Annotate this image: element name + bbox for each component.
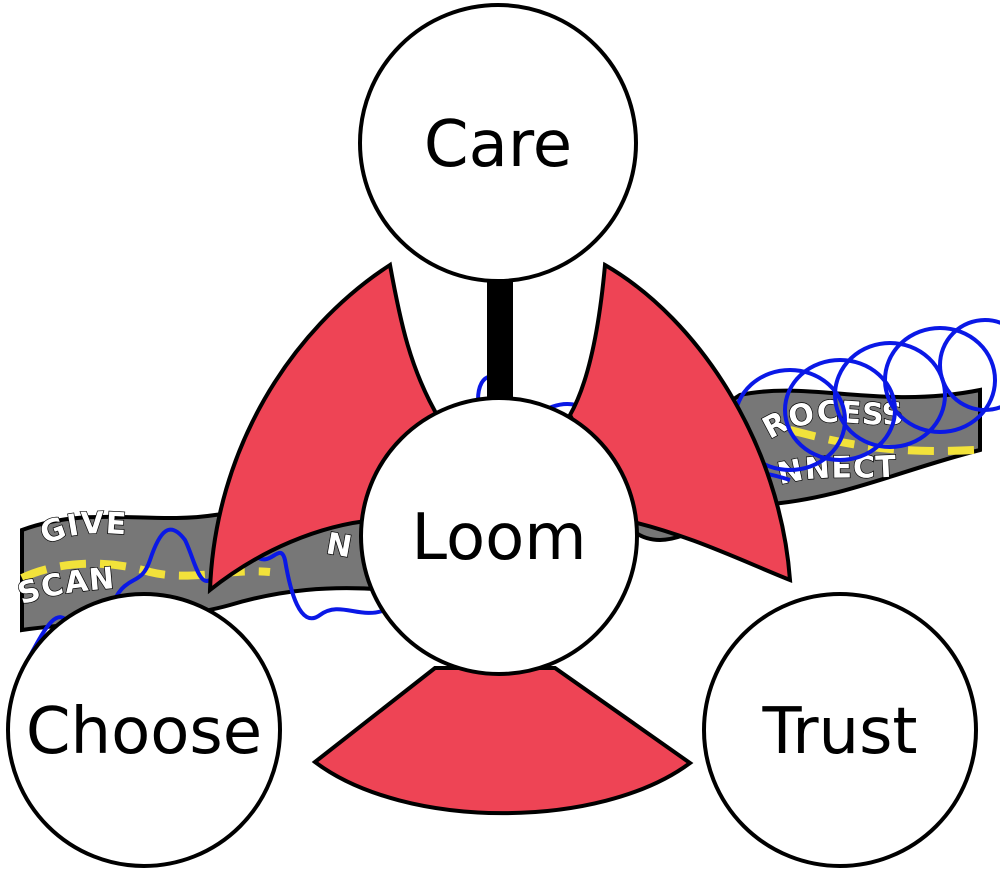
petal-bottom	[311, 666, 694, 816]
node-care-circle	[358, 3, 638, 283]
node-loom: Loom	[359, 396, 639, 676]
node-trust-label: Trust	[762, 695, 918, 769]
node-choose-label: Choose	[26, 695, 262, 769]
node-care-label: Care	[424, 108, 572, 182]
right-coil	[733, 318, 1000, 472]
node-choose: Choose	[6, 592, 282, 868]
node-care: Care	[358, 3, 638, 283]
node-loom-label: Loom	[411, 501, 586, 575]
left-band-fragment-label: N	[324, 526, 356, 565]
right-band-dashes	[789, 426, 976, 455]
node-choose-circle	[6, 592, 282, 868]
petal-top-left	[207, 261, 443, 595]
node-trust: Trust	[702, 592, 978, 868]
node-loom-circle	[359, 396, 639, 676]
node-trust-circle	[702, 592, 978, 868]
